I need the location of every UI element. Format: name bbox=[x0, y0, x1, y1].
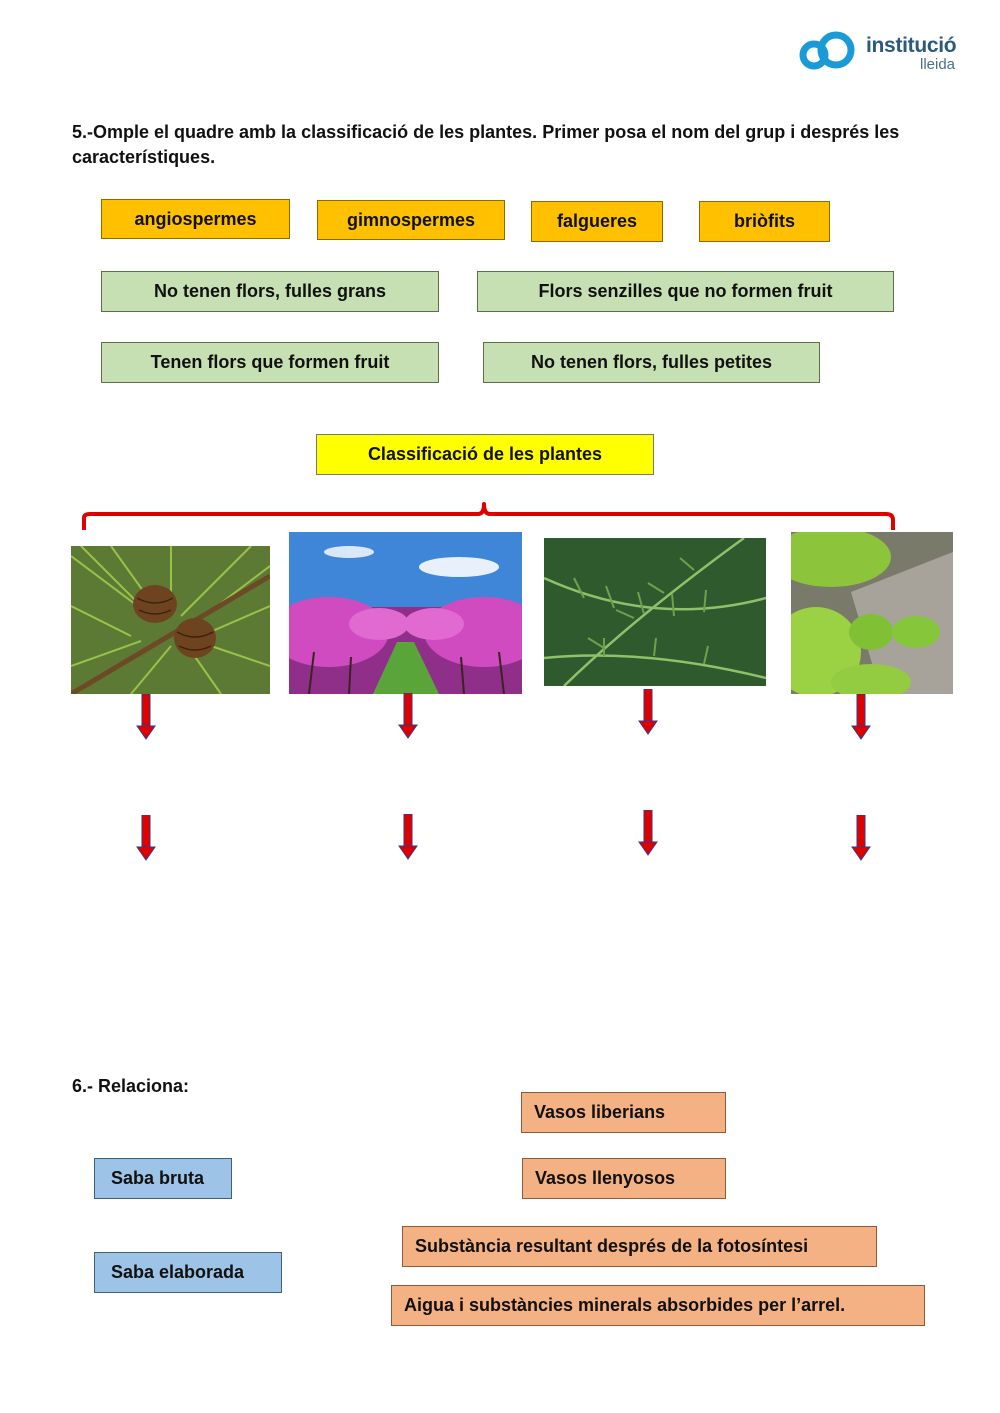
trait-box-3[interactable]: Tenen flors que formen fruit bbox=[101, 342, 439, 383]
arrow-down-icon bbox=[851, 694, 871, 740]
arrow-down-icon bbox=[136, 694, 156, 740]
group-box-briofits[interactable]: briòfits bbox=[699, 201, 830, 242]
group-box-falgueres[interactable]: falgueres bbox=[531, 201, 663, 242]
trait-box-4[interactable]: No tenen flors, fulles petites bbox=[483, 342, 820, 383]
match-left-saba-bruta[interactable]: Saba bruta bbox=[94, 1158, 232, 1199]
match-right-vasos-llenyosos[interactable]: Vasos llenyosos bbox=[522, 1158, 726, 1199]
fern-photo bbox=[544, 538, 766, 686]
arrow-down-icon bbox=[398, 693, 418, 739]
bracket-connector bbox=[82, 502, 895, 530]
arrow-down-icon bbox=[638, 689, 658, 735]
arrow-down-icon bbox=[638, 810, 658, 856]
group-box-angiospermes[interactable]: angiospermes bbox=[101, 199, 290, 239]
match-right-substancia-fotosintesi[interactable]: Substància resultant després de la fotos… bbox=[402, 1226, 877, 1267]
logo-mark-icon bbox=[799, 31, 855, 70]
institucio-lleida-logo: institució lleida bbox=[796, 30, 966, 76]
classification-title-box: Classificació de les plantes bbox=[316, 434, 654, 475]
match-right-vasos-liberians[interactable]: Vasos liberians bbox=[521, 1092, 726, 1133]
pine-cones-photo bbox=[71, 546, 270, 694]
arrow-down-icon bbox=[136, 815, 156, 861]
match-right-aigua-minerals[interactable]: Aigua i substàncies minerals absorbides … bbox=[391, 1285, 925, 1326]
exercise-6-heading: 6.- Relaciona: bbox=[72, 1076, 190, 1096]
arrow-down-icon bbox=[851, 815, 871, 861]
trait-box-2[interactable]: Flors senzilles que no formen fruit bbox=[477, 271, 894, 312]
arrow-down-icon bbox=[398, 814, 418, 860]
logo-text-sub: lleida bbox=[920, 56, 956, 73]
exercise-5-heading: 5.-Omple el quadre amb la classificació … bbox=[72, 122, 900, 167]
trait-box-1[interactable]: No tenen flors, fulles grans bbox=[101, 271, 439, 312]
group-box-gimnospermes[interactable]: gimnospermes bbox=[317, 200, 505, 240]
moss-photo bbox=[791, 532, 953, 694]
match-left-saba-elaborada[interactable]: Saba elaborada bbox=[94, 1252, 282, 1293]
blossoming-orchard-photo bbox=[289, 532, 522, 694]
logo-text-main: institució bbox=[866, 34, 957, 57]
